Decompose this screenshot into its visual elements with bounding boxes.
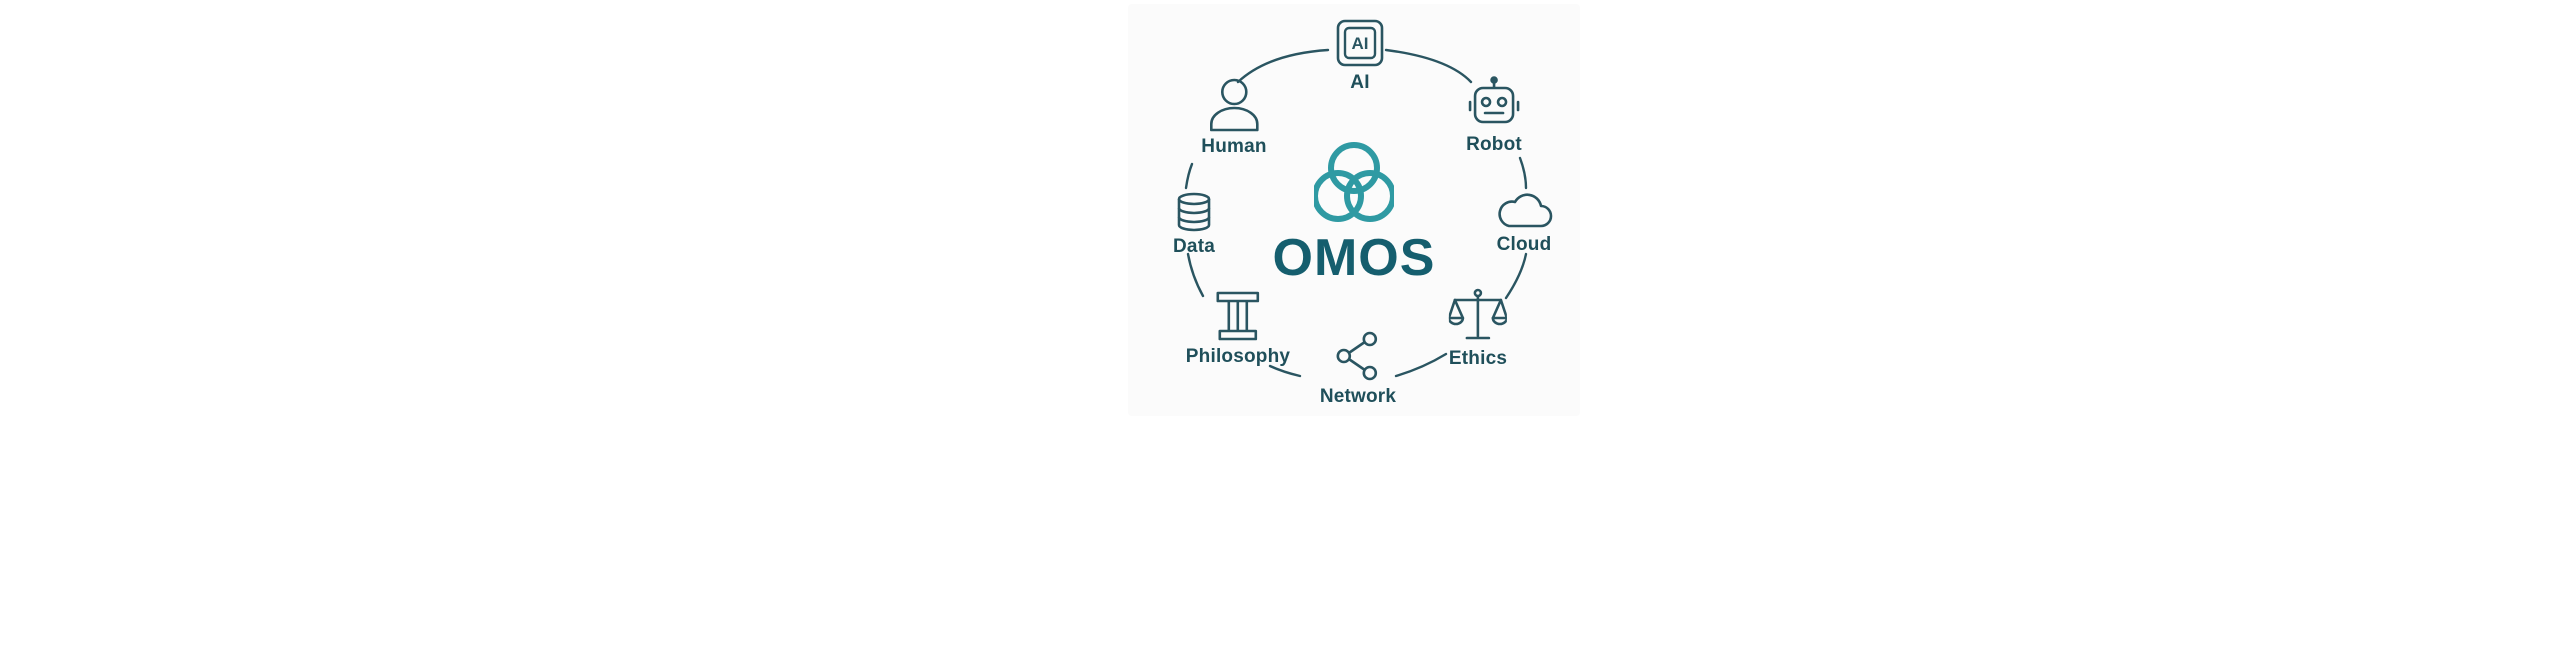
center-title: OMOS xyxy=(1272,229,1436,287)
omos-diagram: OMOS AI AI Robot C xyxy=(1128,4,1580,416)
node-label-robot: Robot xyxy=(1466,134,1522,155)
node-label-philosophy: Philosophy xyxy=(1185,346,1291,367)
node-philosophy: Philosophy xyxy=(1186,290,1290,368)
node-ai: AI AI xyxy=(1335,18,1385,94)
node-label-ai: AI xyxy=(1350,72,1370,93)
svg-text:AI: AI xyxy=(1352,34,1369,53)
node-network: Network xyxy=(1320,330,1396,408)
connection-ring xyxy=(1184,48,1528,378)
database-icon xyxy=(1177,192,1211,232)
cloud-icon xyxy=(1498,193,1553,228)
node-label-network: Network xyxy=(1319,386,1397,407)
node-label-data: Data xyxy=(1173,236,1215,257)
scales-icon xyxy=(1449,288,1507,340)
omos-logo-icon xyxy=(1314,142,1394,222)
share-network-icon xyxy=(1336,331,1378,381)
node-ethics: Ethics xyxy=(1449,288,1507,370)
node-label-ethics: Ethics xyxy=(1448,348,1508,369)
robot-icon xyxy=(1468,76,1520,124)
node-cloud: Cloud xyxy=(1495,190,1553,256)
ai-chip-icon: AI xyxy=(1336,19,1384,67)
pillar-icon xyxy=(1216,291,1260,341)
node-label-human: Human xyxy=(1201,136,1267,157)
person-icon xyxy=(1209,78,1259,132)
node-data: Data xyxy=(1173,192,1215,258)
node-label-cloud: Cloud xyxy=(1496,234,1552,255)
node-human: Human xyxy=(1201,76,1267,158)
node-robot: Robot xyxy=(1466,76,1522,156)
